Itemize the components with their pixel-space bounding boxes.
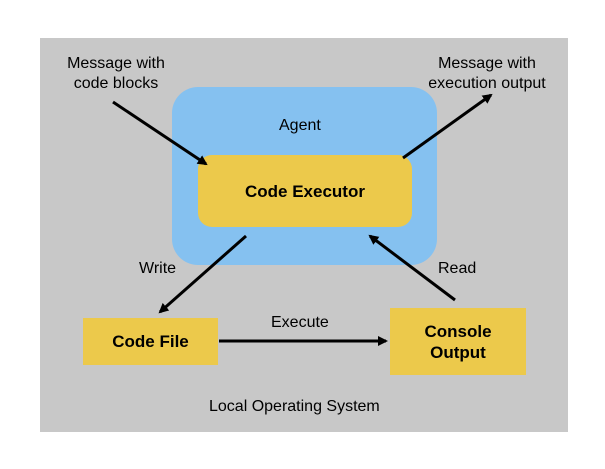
write-label: Write <box>139 260 177 277</box>
output-message-arrow <box>402 93 493 160</box>
output-message-label-line-2: execution output <box>428 75 546 92</box>
code-file-label: Code File <box>112 332 189 351</box>
console-output-label-line-1: Console <box>424 321 492 341</box>
console-output-node: Console Output <box>390 308 526 375</box>
execute-label: Execute <box>271 314 329 331</box>
input-message-label: Message with code blocks <box>48 54 184 94</box>
output-message-label-line-1: Message with <box>438 55 536 72</box>
output-message-label: Message with execution output <box>412 54 562 94</box>
code-executor-label: Code Executor <box>245 181 365 201</box>
local-operating-system-label: Local Operating System <box>209 398 380 415</box>
input-message-label-line-1: Message with <box>67 55 165 72</box>
agent-label: Agent <box>279 117 321 134</box>
console-output-label-line-2: Output <box>430 342 486 362</box>
code-executor-node: Code Executor <box>198 155 412 227</box>
write-arrow <box>158 234 247 314</box>
input-message-arrow <box>112 100 208 166</box>
read-label: Read <box>438 260 477 277</box>
input-message-label-line-2: code blocks <box>73 75 159 92</box>
code-file-node: Code File <box>83 318 218 365</box>
read-arrow <box>368 234 456 302</box>
